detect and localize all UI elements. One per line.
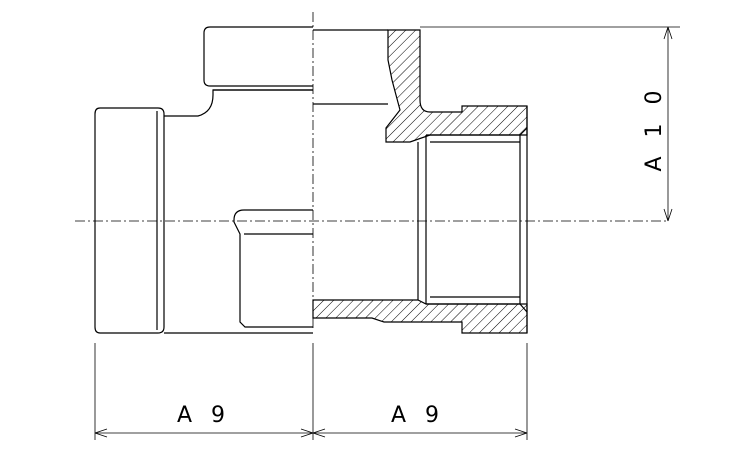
left-end-nut <box>94 107 165 334</box>
bottom-wall-section <box>312 299 528 334</box>
arrowhead <box>312 428 326 438</box>
right-threaded-bore <box>417 127 528 313</box>
arrowhead <box>300 428 314 438</box>
section-view-right-half <box>312 29 528 334</box>
centerlines <box>75 12 668 330</box>
arrowhead <box>663 26 673 40</box>
arrowhead <box>663 208 673 222</box>
dimension-label-left: A 9 <box>177 403 231 428</box>
top-branch-wall-section <box>385 29 528 143</box>
dimension-label-right: A 9 <box>391 403 445 428</box>
arrowhead <box>94 428 108 438</box>
top-branch-boss <box>203 26 313 87</box>
dimension-label-height: A 1 0 <box>642 84 667 171</box>
left-inner-port <box>233 209 313 328</box>
body-outline-left <box>164 89 313 117</box>
dimension-lines <box>94 26 680 440</box>
arrowhead <box>514 428 528 438</box>
external-view-left-half <box>94 26 313 334</box>
